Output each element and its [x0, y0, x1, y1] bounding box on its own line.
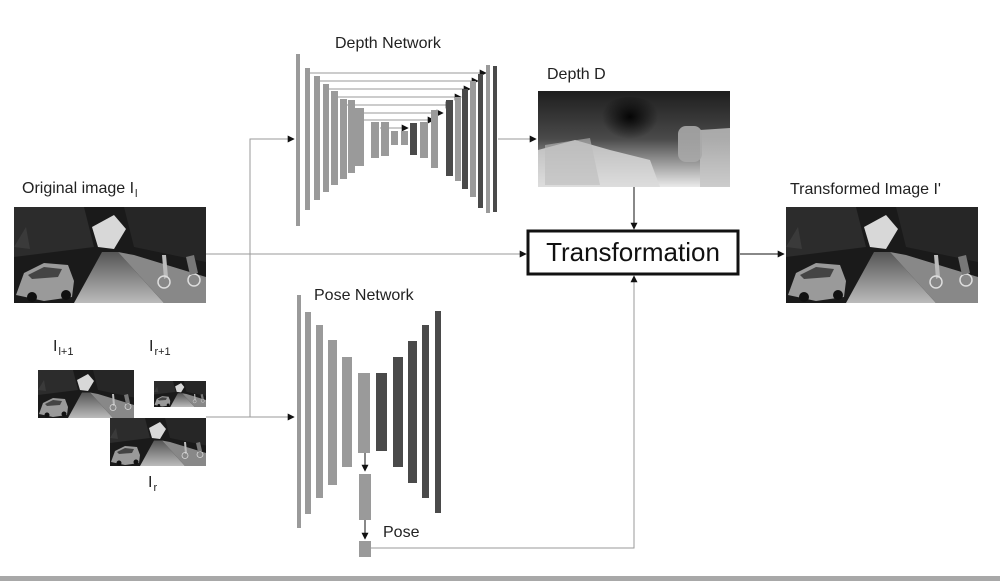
input-left-next-subscript: l+1 — [58, 346, 74, 358]
input-right-text: I — [148, 474, 153, 491]
bottom-bar — [0, 576, 1000, 581]
input-left-next-text: I — [53, 338, 58, 355]
input-right-label: Ir — [148, 474, 158, 494]
transformed-image-label: Transformed Image I' — [790, 181, 941, 198]
input-right-next-subscript: r+1 — [154, 346, 171, 358]
depth-d-label: Depth D — [547, 66, 606, 83]
pose-network — [297, 295, 441, 557]
pose-network-label: Pose Network — [314, 287, 414, 304]
depth-decoder — [410, 65, 497, 213]
input-image-left-next — [37, 370, 135, 418]
original-image-label: Original image Il — [22, 180, 138, 200]
depth-map-image — [538, 91, 730, 187]
input-image-right-next — [154, 380, 206, 408]
transformation-label: Transformation — [546, 237, 720, 267]
depth-network — [296, 54, 497, 226]
original-image-subscript: l — [135, 188, 138, 200]
input-left-next-label: Il+1 — [53, 338, 74, 358]
depth-network-label: Depth Network — [335, 35, 441, 52]
depth-skip-connections — [306, 69, 487, 132]
input-right-subscript: r — [153, 482, 158, 494]
connectors — [206, 135, 785, 549]
transformation-box — [526, 229, 740, 276]
original-image-label-text: Original image I — [22, 180, 135, 197]
input-right-next-text: I — [149, 338, 154, 355]
original-image — [14, 207, 206, 303]
pose-output-block — [359, 541, 371, 557]
transformed-image — [786, 207, 978, 303]
pose-label: Pose — [383, 524, 420, 541]
depth-encoder — [296, 54, 408, 226]
input-image-right — [110, 418, 206, 466]
input-right-next-label: Ir+1 — [149, 338, 171, 358]
